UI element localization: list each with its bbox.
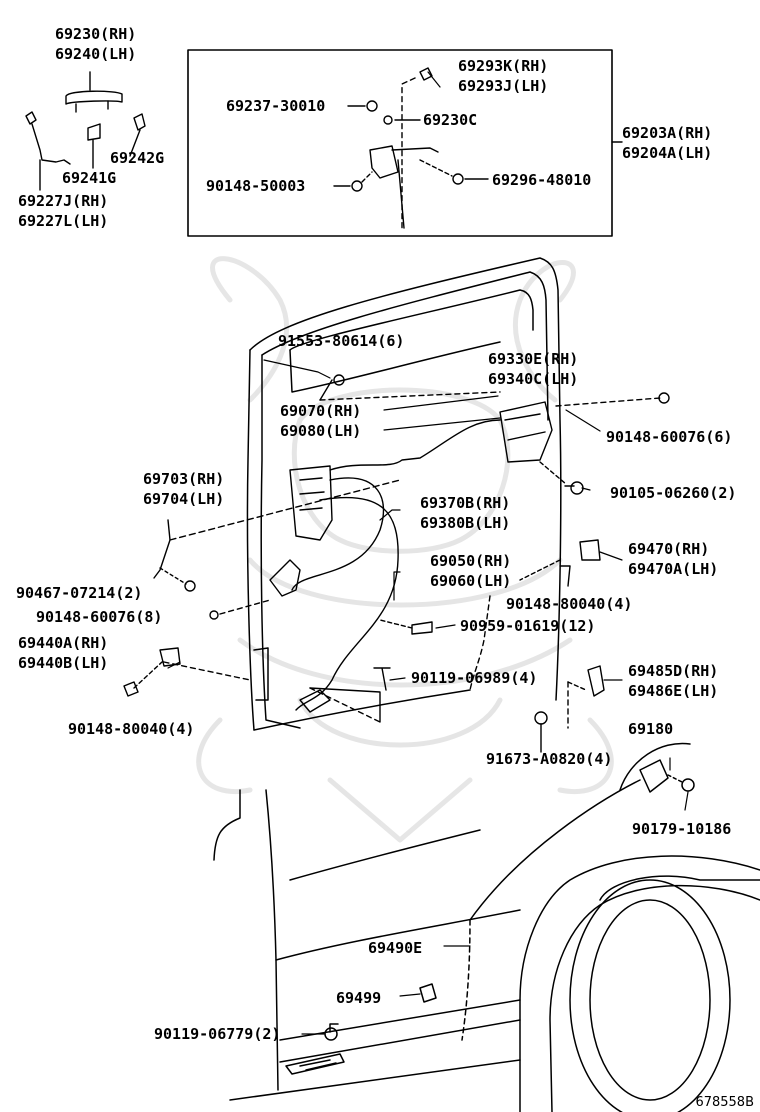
part-number-lh: 69340C(LH): [488, 370, 579, 388]
label-90148-80040-left: 90148-80040(4): [68, 720, 195, 738]
label-69293: 69293K(RH) 69293J(LH): [458, 56, 548, 96]
part-number-rh: 69050(RH): [430, 552, 512, 570]
label-90148-50003: 90148-50003: [206, 177, 306, 195]
label-90119-06989: 90119-06989(4): [411, 669, 538, 687]
part-number-lh: 69204A(LH): [622, 144, 713, 162]
part-number-rh: 69293K(RH): [458, 57, 549, 75]
label-69237-30010: 69237-30010: [226, 97, 326, 115]
label-69242G: 69242G: [110, 149, 165, 167]
label-69499: 69499: [336, 989, 382, 1007]
part-number-rh: 69470(RH): [628, 540, 710, 558]
part-number-rh: 69227J(RH): [18, 192, 109, 210]
leader-lines: [167, 71, 689, 1035]
part-number-lh: 69080(LH): [280, 422, 362, 440]
label-90148-80040-right: 90148-80040(4): [506, 595, 633, 613]
part-number-rh: 69330E(RH): [488, 350, 579, 368]
diagram-code: 678558B: [695, 1095, 754, 1110]
part-number-lh: 69440B(LH): [18, 654, 109, 672]
label-69330: 69330E(RH) 69340C(LH): [488, 349, 578, 389]
inset-box: [187, 49, 613, 237]
label-91553-80614: 91553-80614(6): [278, 332, 405, 350]
label-outer-handle: 69230(RH) 69240(LH): [55, 24, 136, 64]
watermark-logo: [196, 256, 614, 843]
part-number-rh: 69440A(RH): [18, 634, 109, 652]
label-69050: 69050(RH) 69060(LH): [430, 551, 511, 591]
label-90148-60076-6: 90148-60076(6): [606, 428, 733, 446]
part-number-lh: 69470A(LH): [628, 560, 719, 578]
part-number-lh: 69060(LH): [430, 572, 512, 590]
label-69703: 69703(RH) 69704(LH): [143, 469, 224, 509]
part-number-lh: 69240(LH): [55, 45, 137, 63]
label-90148-60076-8: 90148-60076(8): [36, 608, 163, 626]
part-number-lh: 69486E(LH): [628, 682, 719, 700]
label-69070: 69070(RH) 69080(LH): [280, 401, 361, 441]
label-90959-01619: 90959-01619(12): [460, 617, 596, 635]
label-69490E: 69490E: [368, 939, 423, 957]
part-number-rh: 69370B(RH): [420, 494, 511, 512]
label-90467-07214: 90467-07214(2): [16, 584, 143, 602]
part-number-lh: 69704(LH): [143, 490, 225, 508]
part-number-lh: 69227L(LH): [18, 212, 109, 230]
label-91673-A0820: 91673-A0820(4): [486, 750, 613, 768]
label-69241G: 69241G: [62, 169, 117, 187]
vehicle-body: [213, 742, 760, 1112]
part-number-rh: 69703(RH): [143, 470, 225, 488]
label-69440: 69440A(RH) 69440B(LH): [18, 633, 108, 673]
label-90179-10186: 90179-10186: [632, 820, 732, 838]
inset-parts: [333, 67, 489, 231]
label-69470: 69470(RH) 69470A(LH): [628, 539, 718, 579]
part-number-lh: 69293J(LH): [458, 77, 549, 95]
part-number-rh: 69070(RH): [280, 402, 362, 420]
label-69227: 69227J(RH) 69227L(LH): [18, 191, 108, 231]
label-69296-48010: 69296-48010: [492, 171, 592, 189]
label-69485: 69485D(RH) 69486E(LH): [628, 661, 718, 701]
part-number-rh: 69230(RH): [55, 25, 137, 43]
label-69203: 69203A(RH) 69204A(LH): [622, 123, 712, 163]
outer-handle-parts: [25, 71, 146, 191]
label-69180: 69180: [628, 720, 674, 738]
part-number-rh: 69485D(RH): [628, 662, 719, 680]
part-number-rh: 69203A(RH): [622, 124, 713, 142]
label-90119-06779: 90119-06779(2): [154, 1025, 281, 1043]
label-90105-06260: 90105-06260(2): [610, 484, 737, 502]
label-69230C: 69230C: [423, 111, 478, 129]
door-panel: [246, 257, 562, 731]
lock-assembly: [123, 374, 670, 753]
part-number-lh: 69380B(LH): [420, 514, 511, 532]
label-69370: 69370B(RH) 69380B(LH): [420, 493, 510, 533]
